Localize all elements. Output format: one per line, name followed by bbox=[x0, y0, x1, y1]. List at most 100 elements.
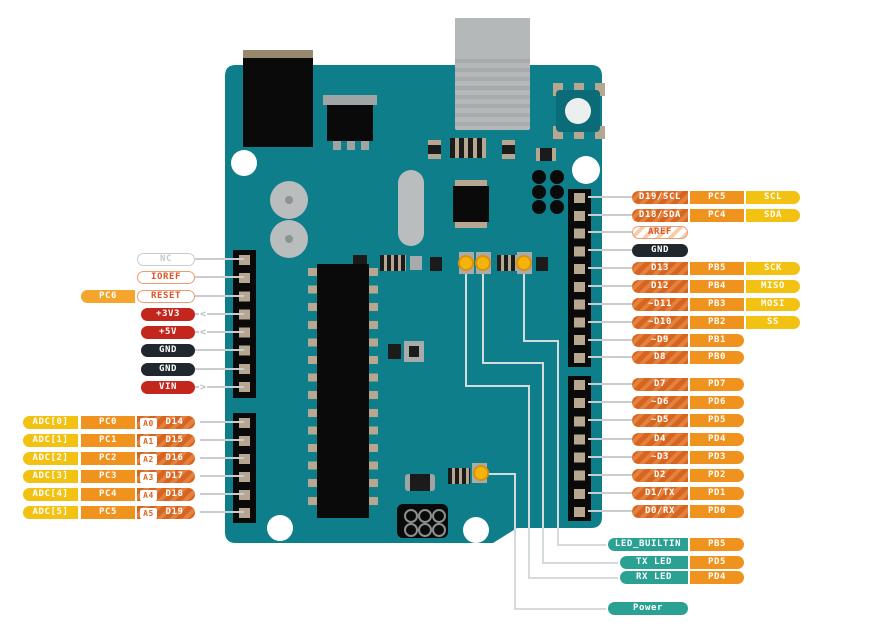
pin-text: SDA bbox=[763, 210, 783, 220]
pin-text: +5V bbox=[158, 327, 178, 337]
rx-led-icon bbox=[458, 255, 474, 271]
pin-text: D18 bbox=[165, 489, 184, 499]
smd-component bbox=[409, 346, 419, 357]
pin-text: D4 bbox=[653, 434, 667, 444]
pin-label-nc: NC bbox=[137, 253, 195, 266]
pin-row-d13: D13 PB5 SCK bbox=[0, 262, 881, 275]
pin-label-port: PB2 bbox=[690, 316, 744, 329]
mounting-hole bbox=[572, 156, 600, 184]
icsp2-pin bbox=[432, 523, 446, 537]
pin-row-d3: ~D3 PD3 bbox=[0, 451, 881, 464]
pin-text: PD3 bbox=[707, 452, 727, 462]
smd-capacitor bbox=[502, 140, 515, 159]
icsp2-pin bbox=[404, 509, 418, 523]
pin-text: ~D6 bbox=[650, 397, 670, 407]
pin-label-digital: ~D10 bbox=[632, 316, 688, 329]
connector-line bbox=[588, 474, 632, 476]
pin-text: PD1 bbox=[707, 488, 727, 498]
pin-text: D15 bbox=[165, 435, 184, 445]
pin-text: ~D3 bbox=[650, 452, 670, 462]
capacitor-dot bbox=[285, 235, 293, 243]
pin-row-nc: NC bbox=[0, 253, 881, 266]
pin-text: SS bbox=[766, 317, 780, 327]
pin-label-digital: ~D6 bbox=[632, 396, 688, 409]
pin-text: MISO bbox=[760, 281, 786, 291]
pin-text: PD2 bbox=[707, 470, 727, 480]
icsp-pin bbox=[532, 170, 546, 184]
pin-text: AREF bbox=[647, 227, 673, 237]
reset-button-pad bbox=[574, 126, 584, 139]
regulator-tab bbox=[323, 95, 377, 105]
pin-label-port: PD1 bbox=[690, 487, 744, 500]
right-header-lower-pads bbox=[574, 380, 585, 520]
mcu-legs-right bbox=[368, 268, 378, 508]
pin-text: TX LED bbox=[635, 557, 673, 567]
pin-text: ~D11 bbox=[647, 299, 673, 309]
usb-mcu-chip bbox=[453, 186, 489, 222]
pin-label-adc: ADC[2] bbox=[23, 452, 78, 465]
pin-row-reset: PC6 RESET bbox=[0, 290, 881, 303]
crystal-oscillator bbox=[398, 170, 424, 246]
reset-button-pad bbox=[553, 126, 563, 139]
smd-component bbox=[430, 257, 442, 271]
pin-row-gnd-right: GND bbox=[0, 244, 881, 257]
smd-array bbox=[448, 468, 470, 484]
pin-label-function: SCL bbox=[746, 191, 800, 204]
pin-row-d8: D8 PB0 bbox=[0, 351, 881, 364]
pin-label-function: MOSI bbox=[746, 298, 800, 311]
pin-text: PB0 bbox=[707, 352, 727, 362]
connector-line bbox=[588, 321, 632, 323]
connector-line bbox=[200, 493, 244, 495]
connector-line bbox=[588, 267, 632, 269]
pin-text: ~D10 bbox=[647, 317, 673, 327]
pin-text: ADC[2] bbox=[32, 453, 69, 463]
pin-label-digital: D2 bbox=[632, 469, 688, 482]
led-builtin-trace bbox=[523, 271, 606, 546]
pin-text: SCK bbox=[763, 263, 783, 273]
pin-text: ADC[1] bbox=[32, 435, 69, 445]
pin-text: D17 bbox=[165, 471, 184, 481]
connector-line bbox=[588, 303, 632, 305]
usb-mcu-legs bbox=[455, 180, 487, 186]
pin-label-port: PC1 bbox=[81, 434, 135, 447]
pin-label-port: PD0 bbox=[690, 505, 744, 518]
power-led-trace bbox=[489, 473, 606, 610]
pin-label-vin: VIN bbox=[141, 381, 195, 394]
pin-row-d18: D18/SDA PC4 SDA bbox=[0, 209, 881, 222]
pin-label-port: PD4 bbox=[690, 433, 744, 446]
connector-line bbox=[200, 421, 244, 423]
pin-label-adc: ADC[1] bbox=[23, 434, 78, 447]
connector-line bbox=[588, 510, 632, 512]
pin-row-aref: AREF bbox=[0, 226, 881, 239]
pin-text: PB3 bbox=[707, 299, 727, 309]
icsp-pin bbox=[550, 170, 564, 184]
builtin-led-icon bbox=[516, 255, 532, 271]
pin-text: PC5 bbox=[98, 507, 118, 517]
connector-line bbox=[195, 349, 244, 351]
connector-line bbox=[588, 214, 632, 216]
mounting-hole bbox=[231, 150, 257, 176]
led-label-builtin: LED_BUILTIN bbox=[608, 538, 688, 551]
pin-label-port: PD5 bbox=[690, 556, 744, 569]
pin-label-port: PB5 bbox=[690, 262, 744, 275]
icsp2-pin bbox=[418, 509, 432, 523]
connector-line bbox=[588, 456, 632, 458]
pin-text: GND bbox=[650, 245, 670, 255]
pin-label-gnd: GND bbox=[141, 363, 195, 376]
pin-row-vin: VIN > bbox=[0, 381, 881, 394]
pin-row-d10: ~D10 PB2 SS bbox=[0, 316, 881, 329]
pin-label-digital: ~D11 bbox=[632, 298, 688, 311]
pin-row-d2: D2 PD2 bbox=[0, 469, 881, 482]
pin-label-port: PC4 bbox=[690, 209, 744, 222]
pin-text: PD4 bbox=[707, 434, 727, 444]
connector-line bbox=[200, 511, 244, 513]
pin-label-port: PD7 bbox=[690, 378, 744, 391]
pin-text: PC4 bbox=[707, 210, 727, 220]
pin-label-port: PD3 bbox=[690, 451, 744, 464]
regulator-leg bbox=[347, 141, 355, 150]
pin-label-digital: D7 bbox=[632, 378, 688, 391]
